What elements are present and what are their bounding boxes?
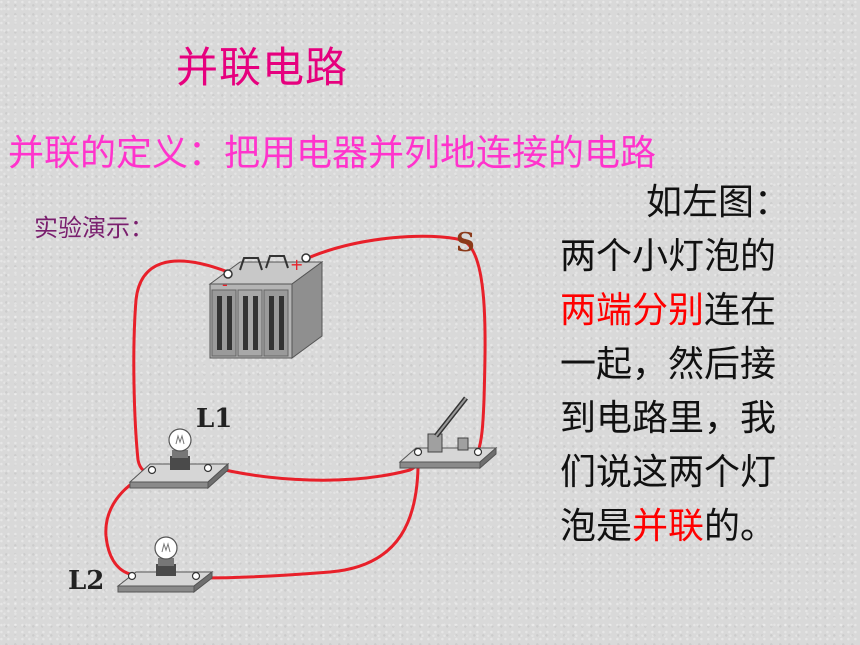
lamp-l1 — [128, 428, 230, 490]
switch-label: S — [456, 228, 475, 258]
definition-text: 并联的定义：把用电器并列地连接的电路 — [8, 133, 657, 174]
page-title: 并联电路 — [176, 43, 349, 92]
lamp1-label: L1 — [196, 404, 233, 434]
demo-label: 实验演示： — [34, 214, 154, 242]
desc-line-6: 们说这两个灯 — [560, 452, 777, 493]
battery: - + — [208, 253, 324, 359]
desc-line-1: 如左图： — [646, 182, 791, 223]
desc-line-3: 两端分别连在 — [560, 290, 777, 331]
battery-positive-sign: + — [290, 255, 303, 274]
desc-line-2: 两个小灯泡的 — [560, 236, 777, 277]
desc-line-7: 泡是并联的。 — [560, 506, 777, 547]
battery-negative-terminal — [223, 269, 233, 279]
highlight-parallel: 并联 — [632, 506, 705, 547]
bulb-icon — [154, 536, 178, 560]
desc-line-4: 一起，然后接 — [560, 344, 777, 385]
highlight-two-ends: 两端分别 — [560, 290, 705, 331]
battery-positive-terminal — [301, 253, 311, 263]
desc-line-5: 到电路里，我 — [560, 398, 777, 439]
bulb-icon — [168, 428, 192, 452]
description-text: 如左图： 两个小灯泡的 两端分别连在 一起，然后接 到电路里，我 们说这两个灯 … — [560, 176, 850, 554]
knife-switch[interactable] — [398, 396, 498, 470]
battery-negative-sign: - — [222, 275, 228, 294]
lamp-l2 — [116, 536, 214, 594]
lamp2-label: L2 — [68, 566, 105, 596]
